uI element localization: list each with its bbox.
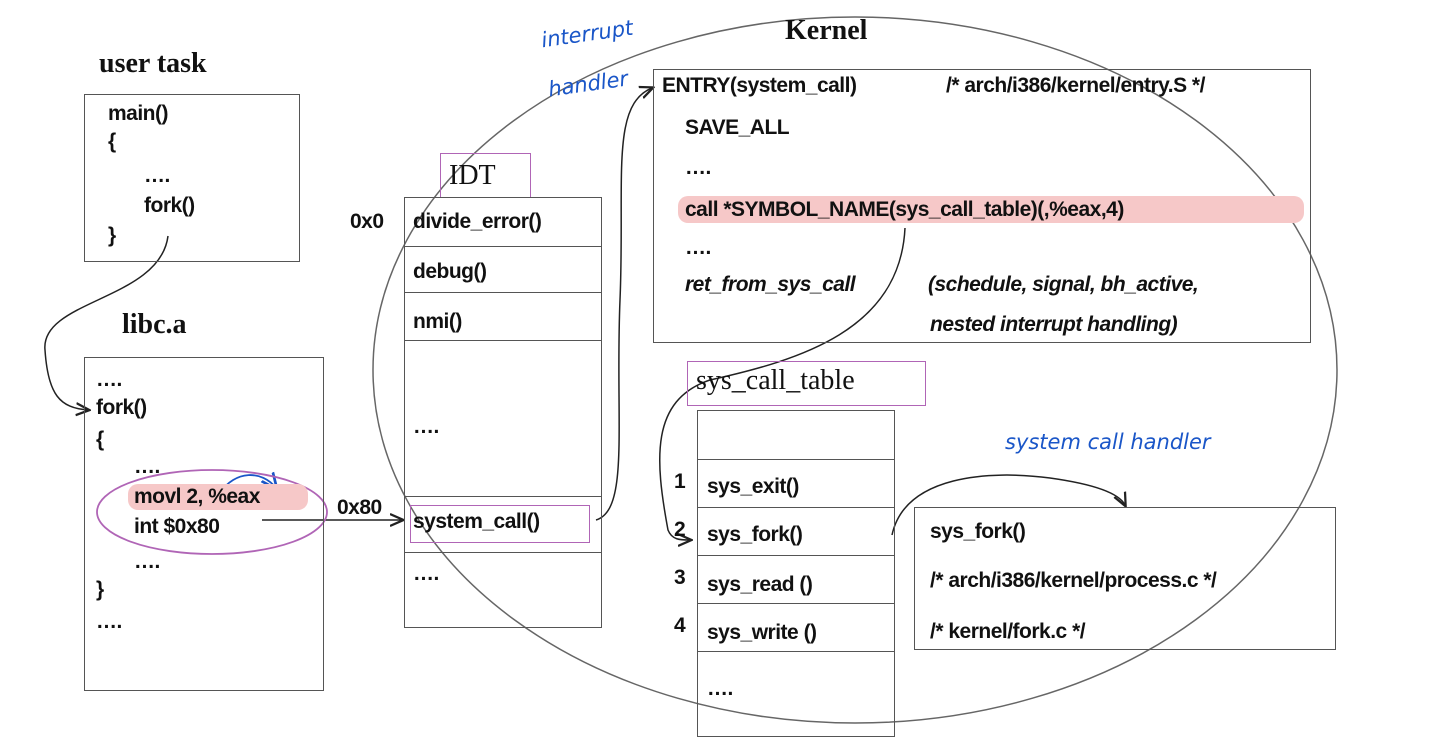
- idt-row-divider: [405, 552, 601, 553]
- entry-line: /* arch/i386/kernel/entry.S */: [946, 74, 1205, 97]
- table-index: 1: [674, 470, 686, 493]
- idt-addr-0x0: 0x0: [350, 210, 384, 233]
- entry-box: [653, 69, 1311, 343]
- table-row-divider: [698, 459, 894, 460]
- arrow-table-to-sysfork: [891, 474, 1125, 536]
- user-task-line: main(): [108, 102, 169, 125]
- kernel-ellipse: [372, 16, 1338, 724]
- idt-table: [404, 197, 602, 628]
- sys-fork-box: [914, 507, 1336, 650]
- table-row-divider: [698, 507, 894, 508]
- arrow-idt-to-entry: [595, 88, 652, 521]
- entry-line: (schedule, signal, bh_active,: [928, 273, 1199, 296]
- table-entry: sys_fork(): [707, 523, 803, 546]
- table-entry: sys_read (): [707, 573, 813, 596]
- user-task-box: [84, 94, 300, 262]
- table-index: 3: [674, 566, 686, 589]
- entry-line: ENTRY(system_call): [662, 74, 857, 97]
- entry-line: ret_from_sys_call: [685, 273, 856, 296]
- idt-addr-0x80: 0x80: [337, 496, 382, 519]
- system-call-highlight-box: [410, 505, 590, 543]
- idt-row-divider: [405, 340, 601, 341]
- system-call-handler-annotation: system call handler: [1005, 430, 1211, 454]
- libc-line: movl 2, %eax: [134, 485, 260, 508]
- idt-entry: debug(): [413, 260, 487, 283]
- libc-line: ….: [134, 550, 160, 573]
- idt-row-divider: [405, 246, 601, 247]
- kernel-title: Kernel: [785, 15, 868, 46]
- movl-int-highlight-ellipse: [96, 469, 328, 555]
- idt-entry: ….: [413, 415, 439, 438]
- idt-entry: divide_error(): [413, 210, 542, 233]
- libc-line: }: [96, 578, 104, 601]
- user-task-line: fork(): [144, 194, 195, 217]
- table-index: 4: [674, 614, 686, 637]
- libc-line: ….: [96, 610, 122, 633]
- user-task-title: user task: [99, 48, 207, 79]
- libc-line: int $0x80: [134, 515, 220, 538]
- idt-entry: ….: [413, 562, 439, 585]
- idt-row-divider: [405, 496, 601, 497]
- sys-call-table-label-box: [687, 361, 926, 406]
- arrow-call-to-table: [658, 227, 906, 540]
- table-row-divider: [698, 603, 894, 604]
- sys-call-table: [697, 410, 895, 737]
- idt-title: IDT: [449, 160, 496, 191]
- sys-fork-line: /* kernel/fork.c */: [930, 620, 1086, 643]
- table-index: 2: [674, 518, 686, 541]
- sys-fork-line: sys_fork(): [930, 520, 1026, 543]
- arrow-usertask-to-libc: [44, 235, 169, 410]
- libc-box: [84, 357, 324, 691]
- entry-line: nested interrupt handling): [930, 313, 1178, 336]
- user-task-line: {: [108, 130, 116, 153]
- table-row-divider: [698, 555, 894, 556]
- libc-line: {: [96, 428, 104, 451]
- entry-line: ….: [685, 236, 711, 259]
- sys-call-table-title: sys_call_table: [696, 365, 855, 396]
- movl-highlight: [128, 484, 308, 510]
- entry-line: ….: [685, 156, 711, 179]
- table-row-divider: [698, 651, 894, 652]
- table-entry: ….: [707, 677, 733, 700]
- idt-entry: nmi(): [413, 310, 462, 333]
- idt-row-divider: [405, 292, 601, 293]
- entry-line: call *SYMBOL_NAME(sys_call_table)(,%eax,…: [685, 198, 1124, 221]
- idt-entry: system_call(): [413, 510, 540, 533]
- table-entry: sys_exit(): [707, 475, 799, 498]
- user-task-line: ….: [144, 164, 170, 187]
- entry-line: SAVE_ALL: [685, 116, 790, 139]
- libc-title: libc.a: [122, 309, 187, 340]
- sys-fork-line: /* arch/i386/kernel/process.c */: [930, 569, 1217, 592]
- user-task-line: }: [108, 224, 116, 247]
- libc-line: fork(): [96, 396, 147, 419]
- libc-line: ….: [134, 455, 160, 478]
- libc-line: ….: [96, 368, 122, 391]
- table-entry: sys_write (): [707, 621, 817, 644]
- call-highlight: [678, 196, 1304, 223]
